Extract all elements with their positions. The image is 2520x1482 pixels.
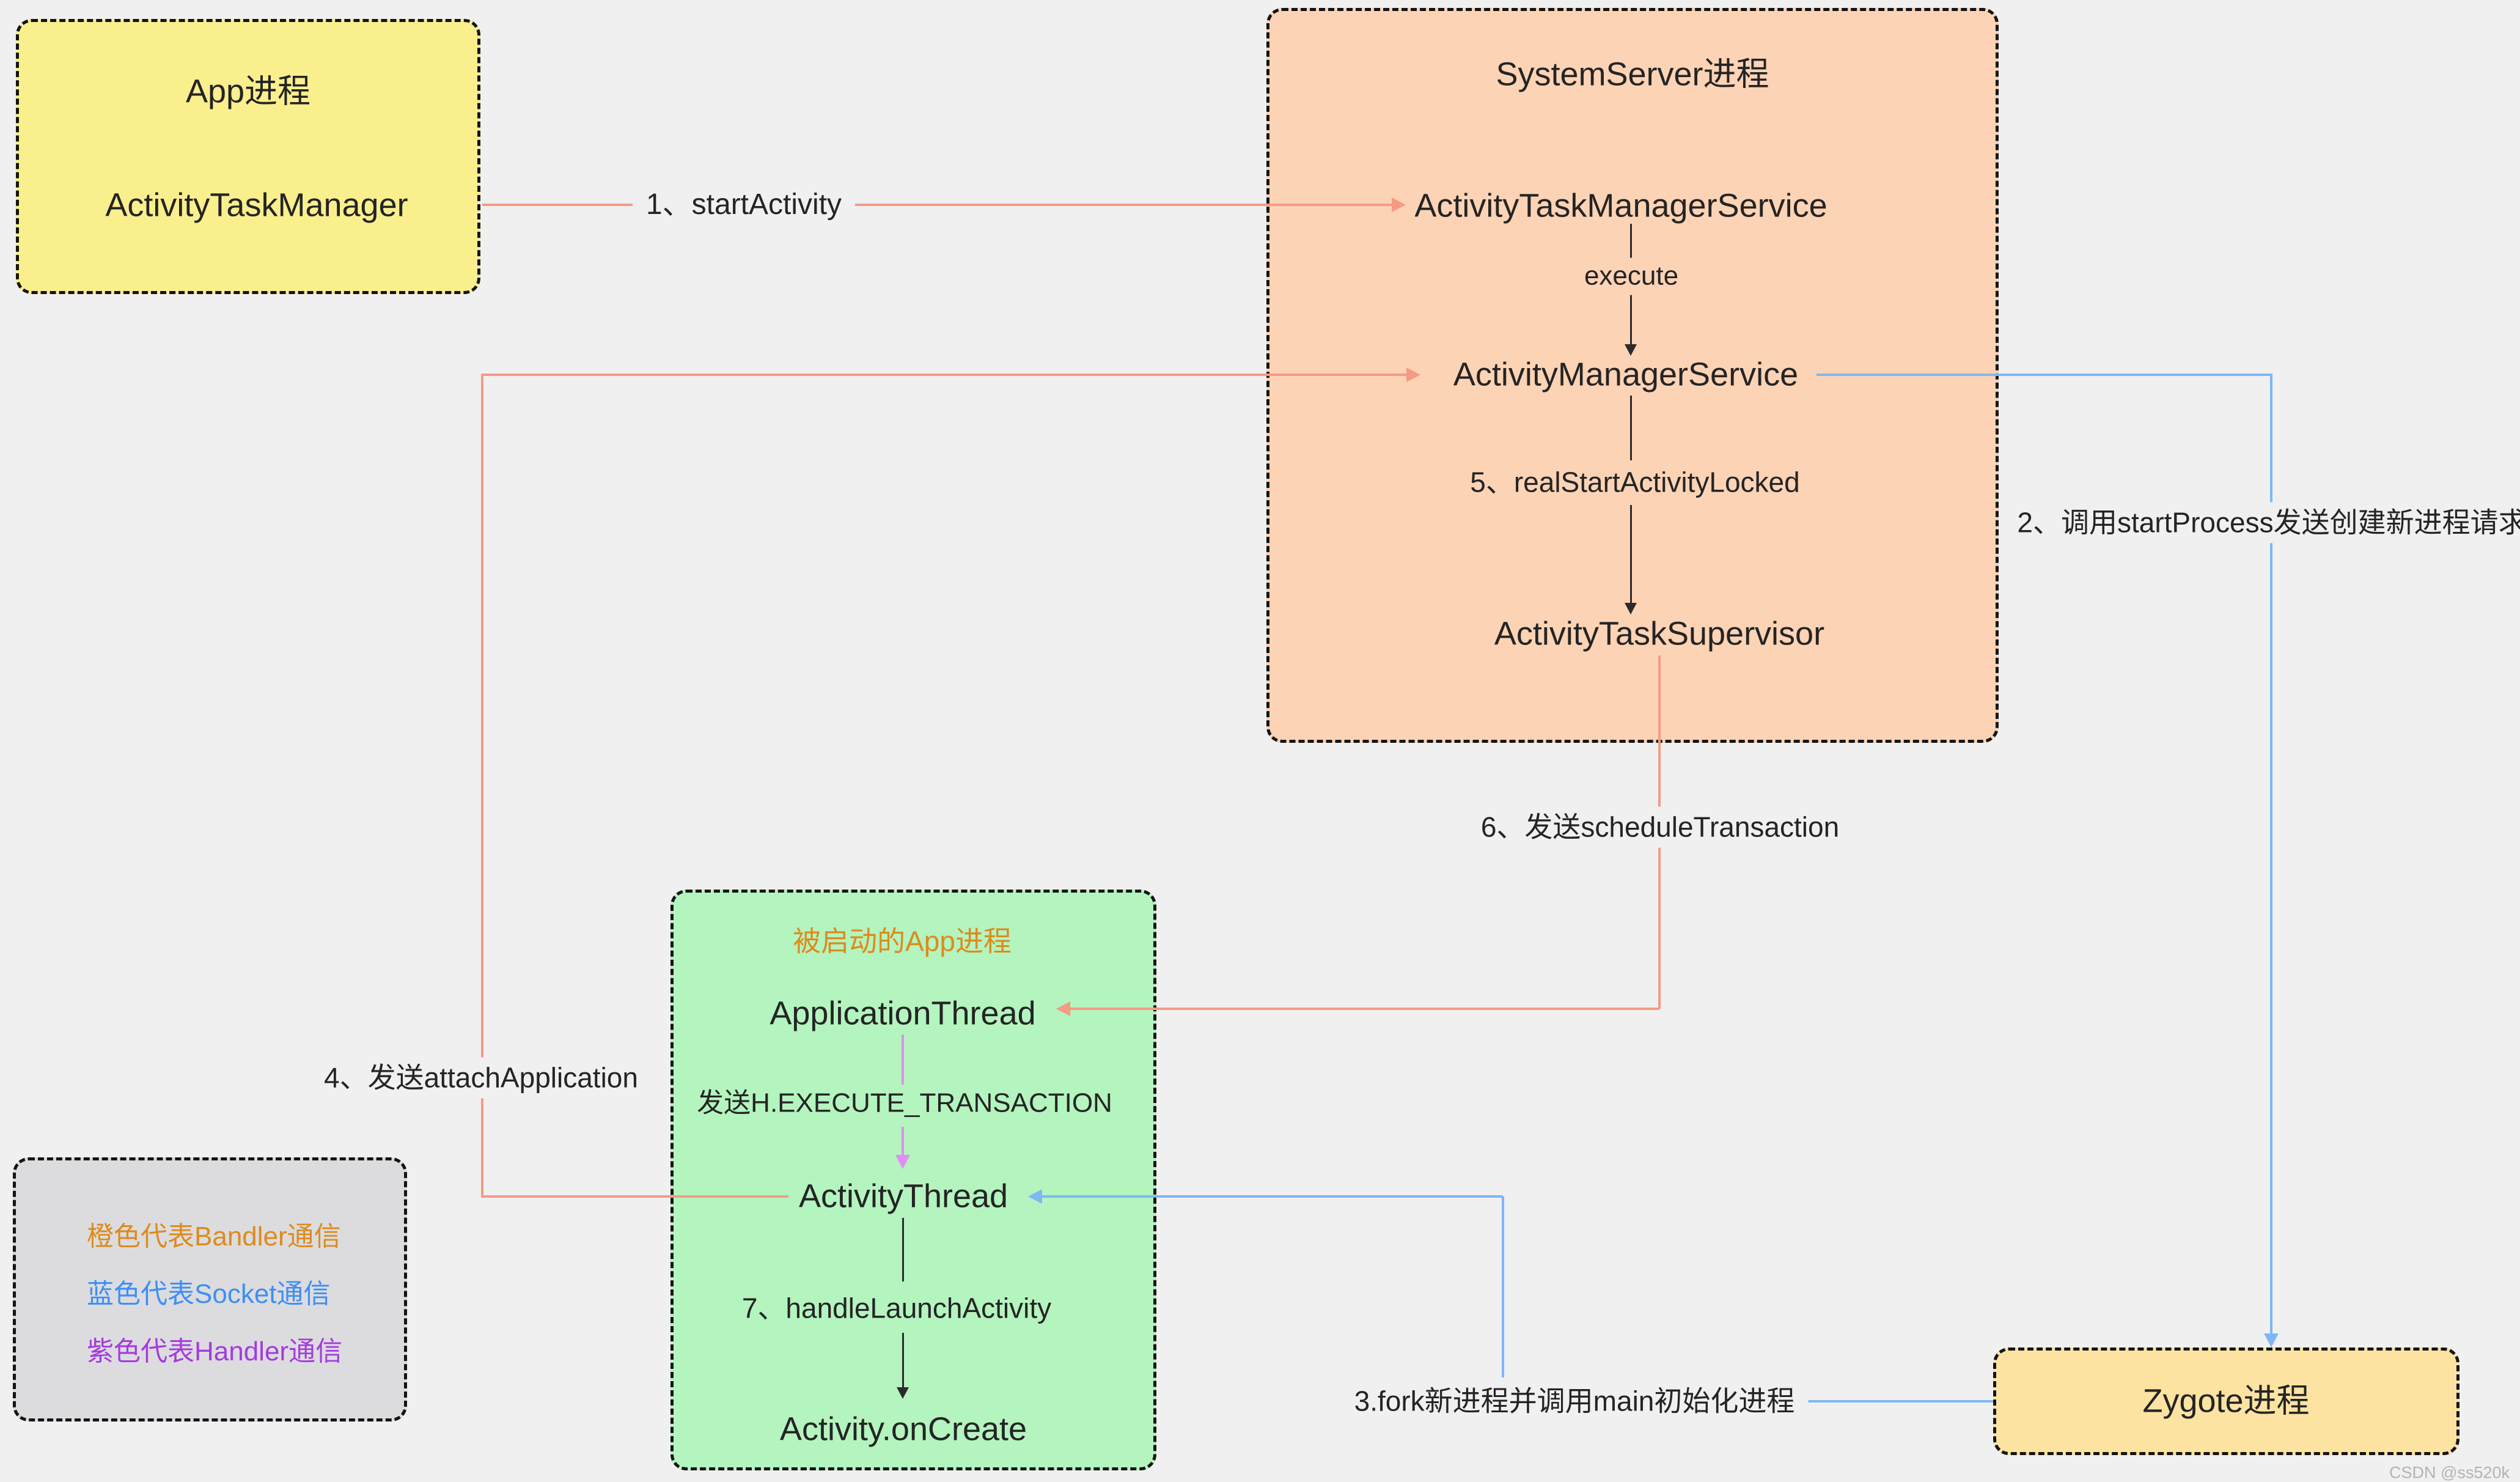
arrowhead-step2-into-zygote — [2264, 1333, 2279, 1347]
arrowhead-step4-into-ams — [1406, 367, 1420, 382]
app-process-title: App进程 — [185, 73, 311, 110]
zygote-box — [1993, 1347, 2459, 1455]
connector-handler-lower — [902, 1127, 904, 1156]
connector-step3-vertical — [1502, 1196, 1504, 1377]
edge-label-handle-launch-activity: 7、handleLaunchActivity — [732, 1289, 1062, 1328]
launched-app-box — [670, 890, 1156, 1470]
flow-label-step3: 3.fork新进程并调用main初始化进程 — [1340, 1381, 1809, 1422]
connector-execute-ams-lower — [1630, 293, 1632, 345]
connector-step6-horizontal — [1070, 1008, 1659, 1010]
node-application-thread: ApplicationThread — [770, 995, 1036, 1032]
legend-item-socket-blue: 蓝色代表Socket通信 — [87, 1279, 331, 1309]
node-activity-oncreate: Activity.onCreate — [779, 1410, 1027, 1448]
connector-step2-vertical — [2270, 374, 2272, 1335]
arrowhead-step1-into-atms — [1392, 197, 1406, 212]
flow-label-step4: 4、发送attachApplication — [310, 1057, 652, 1099]
legend-item-handler-purple: 紫色代表Handler通信 — [87, 1336, 343, 1366]
connector-ams-step5-upper — [1630, 396, 1632, 460]
connector-step4-vertical — [481, 374, 483, 1198]
flow-label-step1: 1、startActivity — [632, 183, 856, 226]
launched-app-title: 被启动的App进程 — [793, 925, 1012, 957]
edge-label-execute: execute — [1574, 257, 1689, 295]
node-activity-thread: ActivityThread — [798, 1178, 1008, 1215]
node-activity-manager-service: ActivityManagerService — [1453, 356, 1799, 393]
arrowhead-execute-into-ams — [1625, 344, 1637, 356]
edge-label-execute-transaction: 发送H.EXECUTE_TRANSACTION — [687, 1085, 1122, 1123]
connector-activity-thread-step7-upper — [902, 1218, 904, 1281]
connector-handler-upper — [902, 1034, 904, 1085]
connector-step4-horizontal-top — [482, 374, 1406, 376]
connector-step5-supervisor-lower — [1630, 505, 1632, 603]
flow-label-step6: 6、发送scheduleTransaction — [1467, 806, 1853, 848]
arrowhead-handler-into-activity-thread — [895, 1155, 910, 1169]
node-activity-task-manager: ActivityTaskManager — [105, 186, 408, 224]
zygote-title: Zygote进程 — [2142, 1382, 2310, 1420]
flow-label-step2: 2、调用startProcess发送创建新进程请求 — [2004, 502, 2520, 544]
app-process-box — [16, 19, 480, 294]
legend-item-binder-orange: 橙色代表Bandler通信 — [87, 1222, 341, 1252]
connector-step1-start-activity — [482, 204, 1393, 206]
watermark: CSDN @ss520k — [2389, 1463, 2510, 1482]
edge-label-real-start-activity-locked: 5、realStartActivityLocked — [1460, 463, 1810, 502]
arrowhead-step7-into-oncreate — [897, 1387, 909, 1399]
connector-step2-horizontal — [1817, 374, 2271, 376]
arrowhead-step3-into-activity-thread — [1028, 1189, 1042, 1204]
connector-step4-horizontal-bottom — [481, 1195, 788, 1198]
arrowhead-step6-into-application-thread — [1056, 1001, 1070, 1016]
connector-atms-execute-upper — [1630, 224, 1632, 259]
connector-step7-oncreate-lower — [902, 1333, 904, 1389]
node-activity-task-manager-service: ActivityTaskManagerService — [1414, 187, 1828, 224]
arrowhead-step5-into-supervisor — [1625, 603, 1637, 614]
legend-box — [13, 1157, 407, 1421]
node-activity-task-supervisor: ActivityTaskSupervisor — [1494, 615, 1825, 652]
system-server-title: SystemServer进程 — [1496, 56, 1769, 93]
connector-step3-horizontal-left — [1041, 1195, 1503, 1198]
connector-step3-horizontal-right — [1791, 1400, 1993, 1403]
